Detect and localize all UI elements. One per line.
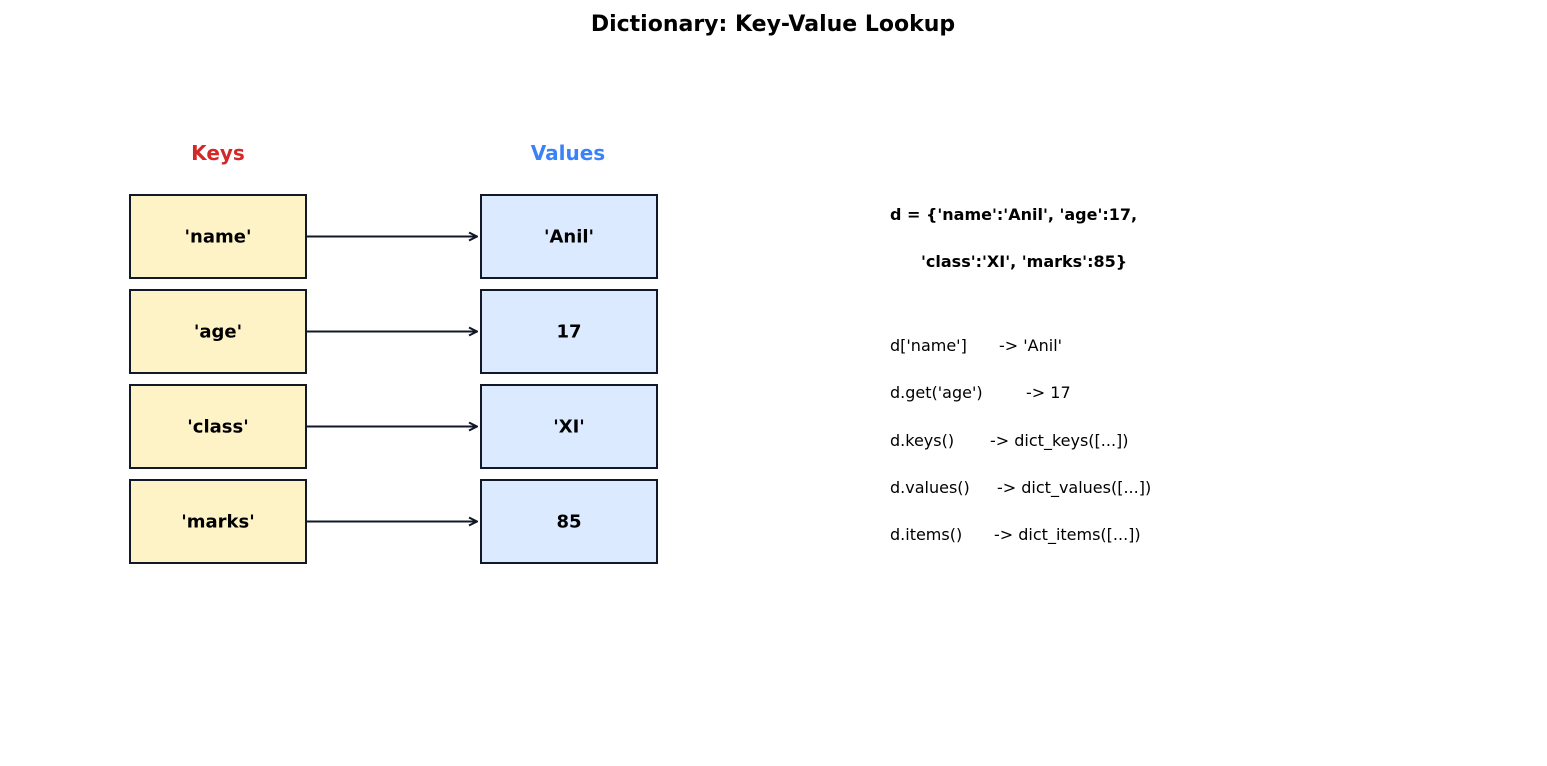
key-value-pairs: 'name' 'Anil' 'age' 17 'class' 'XI' 'marks' 85 (129, 194, 658, 564)
key-box (129, 384, 307, 469)
example-result: -> dict_values([...]) (997, 478, 1151, 498)
keys-header: Keys (191, 141, 245, 165)
key-label: 'class' (187, 417, 248, 438)
key-label: 'name' (185, 227, 252, 248)
key-box (129, 289, 307, 374)
key-box (129, 194, 307, 279)
value-label: 'Anil' (544, 227, 594, 248)
example-result: -> dict_keys([...]) (990, 431, 1129, 451)
dict-definition-line-1: d = {'name':'Anil', 'age':17, (890, 205, 1137, 224)
value-box (480, 384, 658, 469)
example-result: -> 17 (1026, 383, 1071, 402)
value-label: 85 (556, 512, 581, 533)
value-label: 17 (556, 322, 581, 343)
value-label: 'XI' (553, 417, 585, 438)
values-header: Values (531, 141, 605, 165)
example-result: -> dict_items([...]) (994, 525, 1141, 545)
example-expr: d.items() (890, 525, 962, 544)
diagram-title: Dictionary: Key-Value Lookup (591, 12, 955, 37)
example-expr: d.keys() (890, 431, 954, 450)
code-panel: d = {'name':'Anil', 'age':17, 'class':'X… (890, 205, 1151, 545)
value-box (480, 194, 658, 279)
value-box (480, 479, 658, 564)
example-result: -> 'Anil' (999, 336, 1062, 355)
example-expr: d.values() (890, 478, 970, 497)
dict-definition-line-2: 'class':'XI', 'marks':85} (921, 252, 1127, 271)
value-box (480, 289, 658, 374)
example-expr: d['name'] (890, 336, 967, 355)
key-box (129, 479, 307, 564)
key-label: 'marks' (181, 512, 255, 533)
key-label: 'age' (194, 322, 242, 343)
example-expr: d.get('age') (890, 383, 983, 402)
